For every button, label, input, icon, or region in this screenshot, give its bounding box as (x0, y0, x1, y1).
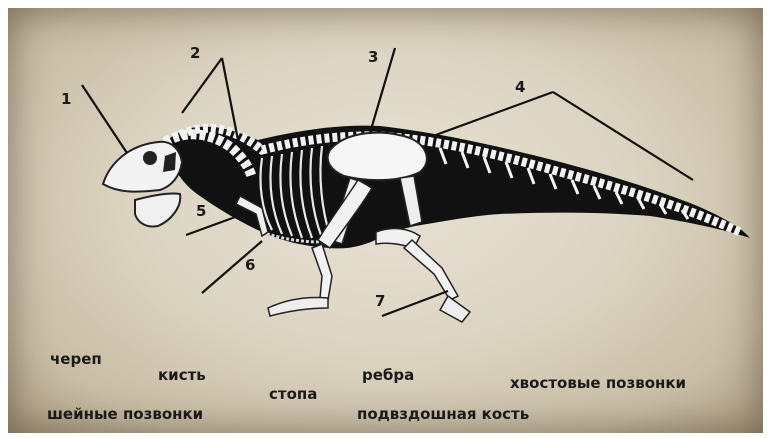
foot-front (268, 297, 328, 316)
term-skull: череп (50, 350, 102, 368)
term-ilium: подвздошная кость (357, 405, 529, 423)
term-hand: кисть (158, 366, 206, 384)
term-foot: стопа (269, 385, 317, 403)
shin-front (312, 244, 332, 300)
shin-back (404, 240, 458, 300)
term-ribs: ребра (362, 366, 414, 384)
skull (103, 142, 182, 227)
callout-4: 4 (515, 78, 525, 96)
callout-1: 1 (61, 90, 71, 108)
ilium (328, 133, 427, 180)
term-tail-vertebrae: хвостовые позвонки (510, 374, 686, 392)
callout-2: 2 (190, 44, 200, 62)
callout-3: 3 (368, 48, 378, 66)
foot-back (440, 296, 470, 322)
callout-7: 7 (375, 292, 385, 310)
callout-5: 5 (196, 202, 206, 220)
term-neck-vertebrae: шейные позвонки (47, 405, 203, 423)
callout-6: 6 (245, 256, 255, 274)
